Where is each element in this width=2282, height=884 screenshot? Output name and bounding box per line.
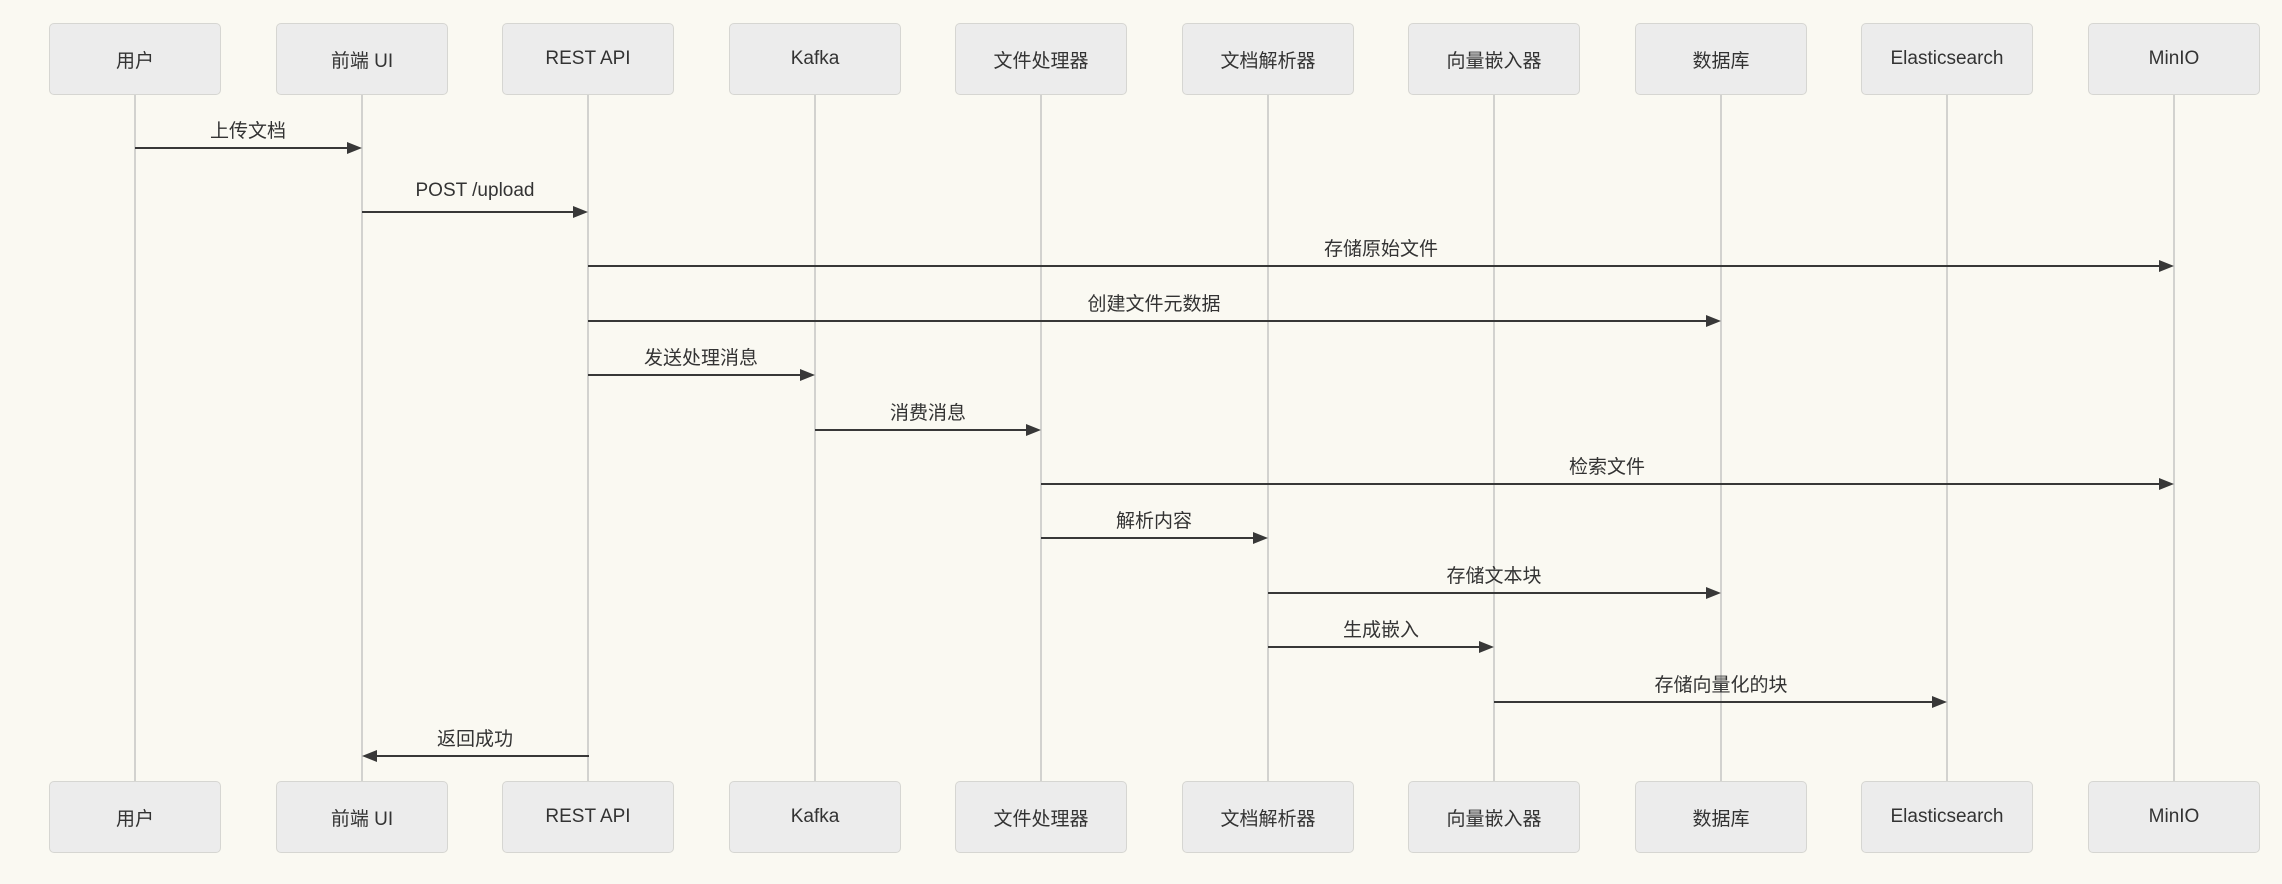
message-line: [588, 265, 2161, 267]
arrowhead-icon: [2159, 260, 2174, 272]
participant-top-user: 用户: [49, 23, 221, 95]
message-label: 存储文本块: [1446, 566, 1542, 587]
message-line: [1041, 483, 2161, 485]
message-label: 消费消息: [889, 403, 967, 424]
message-label: 存储原始文件: [1323, 239, 1439, 260]
lifeline-document-parser: [1267, 95, 1269, 781]
lifeline-user: [134, 95, 136, 781]
participant-top-rest-api: REST API: [502, 23, 674, 95]
participant-bottom-document-parser: 文档解析器: [1182, 781, 1354, 853]
message-line: [1494, 701, 1934, 703]
message-label: 存储向量化的块: [1654, 675, 1788, 696]
participant-bottom-database: 数据库: [1635, 781, 1807, 853]
participant-bottom-frontend-ui: 前端 UI: [276, 781, 448, 853]
lifeline-frontend-ui: [361, 95, 363, 781]
message-line: [362, 211, 576, 213]
arrowhead-icon: [800, 369, 815, 381]
message-label: 解析内容: [1115, 511, 1193, 532]
arrowhead-icon: [1253, 532, 1268, 544]
arrowhead-icon: [362, 750, 377, 762]
message-label: 创建文件元数据: [1087, 294, 1221, 315]
message-line: [1268, 592, 1708, 594]
participant-top-elasticsearch: Elasticsearch: [1861, 23, 2033, 95]
arrowhead-icon: [573, 206, 588, 218]
arrowhead-icon: [1932, 696, 1947, 708]
message-label: POST /upload: [415, 180, 535, 201]
arrowhead-icon: [1026, 424, 1041, 436]
message-label: 发送处理消息: [643, 348, 759, 369]
participant-bottom-minio: MinIO: [2088, 781, 2260, 853]
participant-top-file-processor: 文件处理器: [955, 23, 1127, 95]
lifeline-file-processor: [1040, 95, 1042, 781]
participant-top-document-parser: 文档解析器: [1182, 23, 1354, 95]
arrowhead-icon: [1706, 587, 1721, 599]
arrowhead-icon: [1479, 641, 1494, 653]
message-label: 检索文件: [1568, 457, 1646, 478]
participant-top-vector-embedder: 向量嵌入器: [1408, 23, 1580, 95]
message-label: 返回成功: [436, 729, 514, 750]
participant-bottom-file-processor: 文件处理器: [955, 781, 1127, 853]
lifeline-vector-embedder: [1493, 95, 1495, 781]
arrowhead-icon: [1706, 315, 1721, 327]
message-line: [135, 147, 349, 149]
arrowhead-icon: [347, 142, 362, 154]
participant-bottom-elasticsearch: Elasticsearch: [1861, 781, 2033, 853]
participant-bottom-kafka: Kafka: [729, 781, 901, 853]
message-line: [588, 374, 802, 376]
message-line: [1041, 537, 1255, 539]
lifeline-database: [1720, 95, 1722, 781]
lifeline-kafka: [814, 95, 816, 781]
participant-top-kafka: Kafka: [729, 23, 901, 95]
participant-bottom-user: 用户: [49, 781, 221, 853]
participant-bottom-rest-api: REST API: [502, 781, 674, 853]
message-label: 生成嵌入: [1342, 620, 1420, 641]
message-line: [815, 429, 1029, 431]
lifeline-elasticsearch: [1946, 95, 1948, 781]
lifeline-minio: [2173, 95, 2175, 781]
participant-top-database: 数据库: [1635, 23, 1807, 95]
message-line: [588, 320, 1708, 322]
lifeline-rest-api: [587, 95, 589, 781]
message-label: 上传文档: [209, 121, 287, 142]
participant-bottom-vector-embedder: 向量嵌入器: [1408, 781, 1580, 853]
participant-top-frontend-ui: 前端 UI: [276, 23, 448, 95]
message-line: [375, 755, 589, 757]
arrowhead-icon: [2159, 478, 2174, 490]
participant-top-minio: MinIO: [2088, 23, 2260, 95]
message-line: [1268, 646, 1482, 648]
